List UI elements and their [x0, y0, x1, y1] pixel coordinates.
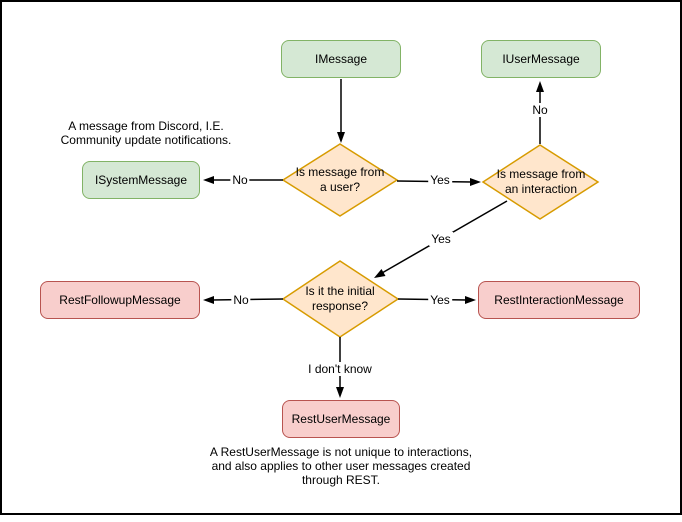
- decision-diamond-is-from-interaction: [481, 144, 600, 220]
- arrowhead-no-to-restfollowupmessage: [203, 296, 214, 304]
- decision-diamond-is-from-user: [281, 143, 399, 217]
- edge-label-user-yes: Yes: [428, 173, 452, 187]
- arrowhead-yes-to-restinteractionmessage: [465, 296, 476, 304]
- node-iusermessage: IUserMessage: [481, 40, 601, 78]
- edge-label-initial-unknown: I don't know: [306, 362, 374, 376]
- edge-label-interaction-no: No: [530, 103, 550, 117]
- arrowhead-yes-to-initial-check: [374, 269, 386, 278]
- edge-label-interaction-yes: Yes: [429, 232, 453, 246]
- arrowhead-no-to-isystemmessage: [203, 176, 214, 184]
- edge-label-user-no: No: [230, 173, 250, 187]
- annotation-rest-user-note: A RestUserMessage is not unique to inter…: [209, 444, 473, 488]
- node-restfollowupmessage: RestFollowupMessage: [40, 281, 200, 319]
- arrowhead-no-to-iusermessage: [536, 81, 544, 92]
- arrowhead-unknown-to-restusermessage: [336, 387, 344, 398]
- node-restusermessage: RestUserMessage: [282, 400, 400, 438]
- annotation-system-message-note: A message from Discord, I.E. Community u…: [60, 118, 232, 147]
- arrowhead-yes-to-interaction-check: [470, 178, 481, 186]
- edge-label-initial-yes: Yes: [428, 293, 452, 307]
- node-isystemmessage: ISystemMessage: [82, 161, 200, 199]
- arrowhead-imessage-to-user-check: [337, 132, 345, 143]
- node-imessage: IMessage: [281, 40, 401, 78]
- edge-label-initial-no: No: [231, 293, 251, 307]
- node-restinteractionmessage: RestInteractionMessage: [478, 281, 640, 319]
